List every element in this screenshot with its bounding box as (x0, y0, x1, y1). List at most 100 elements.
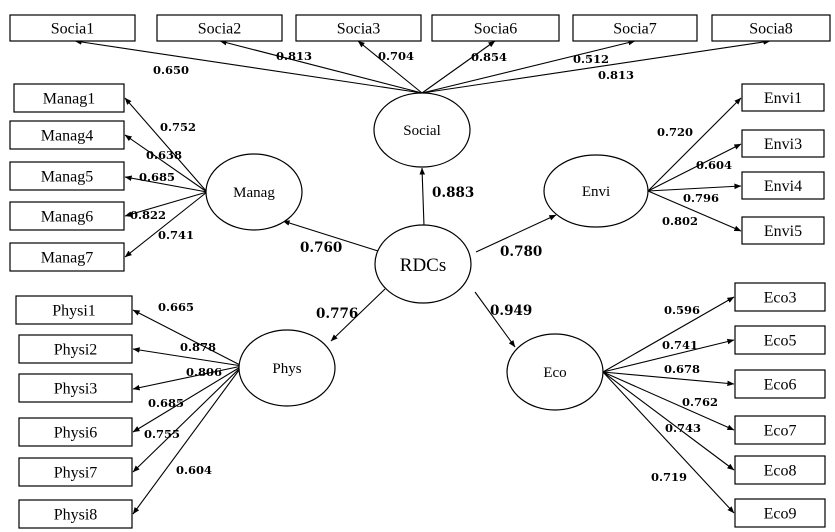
indicator-box-envi1 (741, 83, 825, 112)
indicator-box-envi5 (741, 216, 825, 245)
loading-weight-manag5: 0.685 (139, 170, 175, 184)
loading-edge-socia7 (421, 39, 636, 94)
loading-weight-socia7: 0.512 (573, 52, 609, 66)
indicator-label-eco7: Eco7 (764, 423, 797, 440)
construct-node-phys (238, 329, 336, 407)
indicator-label-eco8: Eco8 (764, 463, 797, 480)
indicator-label-manag5: Manag5 (41, 169, 93, 186)
indicator-label-envi4: Envi4 (764, 178, 802, 195)
path-edge-rdcs-social (419, 167, 426, 227)
construct-node-manag (205, 153, 303, 231)
loading-weight-physi2: 0.878 (180, 340, 216, 354)
indicator-box-eco9 (734, 498, 826, 528)
loading-edge-eco9 (602, 371, 735, 514)
loading-edge-manag5 (124, 175, 208, 193)
indicator-box-manag5 (9, 161, 125, 191)
indicator-label-manag4: Manag4 (41, 128, 93, 145)
indicator-box-eco5 (734, 325, 826, 355)
loading-weight-socia2: 0.813 (276, 49, 312, 63)
loading-weight-envi5: 0.802 (662, 214, 698, 228)
loading-edge-physi2 (132, 347, 243, 367)
loading-edge-manag4 (124, 134, 208, 193)
indicator-label-physi7: Physi7 (54, 465, 98, 482)
loading-edge-manag6 (124, 191, 208, 217)
indicator-box-socia1 (9, 14, 136, 42)
indicator-box-socia6 (431, 14, 560, 42)
indicator-label-socia6: Socia6 (474, 21, 518, 38)
indicator-label-eco9: Eco9 (764, 506, 797, 523)
loading-edge-socia3 (357, 40, 423, 94)
indicator-label-socia7: Socia7 (613, 21, 657, 38)
indicator-label-eco6: Eco6 (764, 377, 797, 394)
loading-weight-envi3: 0.604 (696, 158, 732, 172)
indicator-label-eco3: Eco3 (764, 290, 797, 307)
indicator-box-envi4 (741, 171, 825, 200)
indicator-label-manag6: Manag6 (41, 209, 93, 226)
indicator-label-socia3: Socia3 (337, 21, 381, 38)
loading-edge-physi8 (132, 365, 243, 515)
construct-label-social: Social (403, 123, 441, 139)
loading-weight-eco9: 0.719 (651, 470, 687, 484)
loading-weight-physi1: 0.665 (158, 300, 194, 314)
loading-weight-eco5: 0.741 (662, 338, 698, 352)
loading-weight-socia6: 0.854 (471, 50, 507, 64)
path-weight-phys: 0.776 (316, 306, 358, 322)
loading-edge-envi1 (647, 97, 742, 192)
indicator-box-eco7 (734, 415, 826, 445)
indicator-label-socia2: Socia2 (198, 21, 242, 38)
central-label-rdcs: RDCs (400, 255, 446, 276)
loading-edge-eco7 (602, 371, 735, 431)
construct-node-envi (543, 154, 649, 228)
indicator-label-manag7: Manag7 (41, 250, 93, 267)
loading-edge-physi6 (132, 365, 243, 433)
indicator-label-physi1: Physi1 (52, 303, 96, 320)
indicator-box-eco8 (734, 455, 826, 485)
loading-weight-socia3: 0.704 (378, 49, 414, 63)
indicator-label-physi2: Physi2 (54, 342, 98, 359)
edge-layer (74, 39, 771, 515)
path-edge-rdcs-envi (475, 214, 557, 253)
loading-weight-socia8: 0.813 (598, 68, 634, 82)
path-weight-manag: 0.760 (300, 240, 342, 256)
indicator-label-eco5: Eco5 (764, 333, 797, 350)
indicator-box-manag7 (9, 242, 125, 272)
indicator-box-eco3 (734, 282, 826, 312)
path-edge-rdcs-phys (330, 288, 386, 342)
loading-weight-manag1: 0.752 (160, 120, 196, 134)
indicator-box-physi7 (18, 457, 133, 487)
indicator-box-physi8 (18, 499, 133, 529)
construct-label-manag: Manag (233, 185, 275, 201)
loading-edge-physi7 (132, 365, 243, 473)
loading-edge-socia6 (421, 40, 496, 94)
loading-edge-socia1 (74, 39, 423, 94)
path-weight-social: 0.883 (432, 185, 474, 201)
indicator-label-envi5: Envi5 (764, 223, 802, 240)
indicator-box-physi3 (18, 373, 133, 403)
indicator-box-envi3 (741, 129, 825, 158)
loading-edge-envi5 (647, 190, 742, 232)
loading-weight-physi3: 0.806 (186, 365, 222, 379)
loading-edge-physi3 (132, 365, 243, 391)
indicator-label-socia8: Socia8 (749, 21, 793, 38)
loading-edge-eco8 (602, 371, 735, 471)
path-weight-eco: 0.949 (490, 303, 532, 319)
indicator-label-envi1: Envi1 (764, 90, 802, 107)
construct-node-eco (506, 333, 604, 411)
indicator-box-socia3 (295, 14, 422, 42)
loading-edge-eco6 (602, 371, 735, 387)
loading-edge-eco3 (602, 296, 735, 373)
construct-node-social (373, 92, 471, 168)
construct-label-phys: Phys (272, 361, 301, 377)
indicator-label-physi3: Physi3 (54, 381, 98, 398)
loading-weight-manag7: 0.741 (158, 228, 194, 242)
indicator-label-physi6: Physi6 (54, 425, 98, 442)
loading-edge-manag7 (124, 191, 208, 258)
loading-edge-eco5 (602, 338, 735, 373)
loading-weight-eco3: 0.596 (664, 303, 700, 317)
central-node-rdcs (374, 224, 472, 304)
loading-weight-eco7: 0.762 (682, 395, 718, 409)
loading-weight-eco6: 0.678 (664, 362, 700, 376)
indicator-box-manag1 (13, 83, 125, 113)
